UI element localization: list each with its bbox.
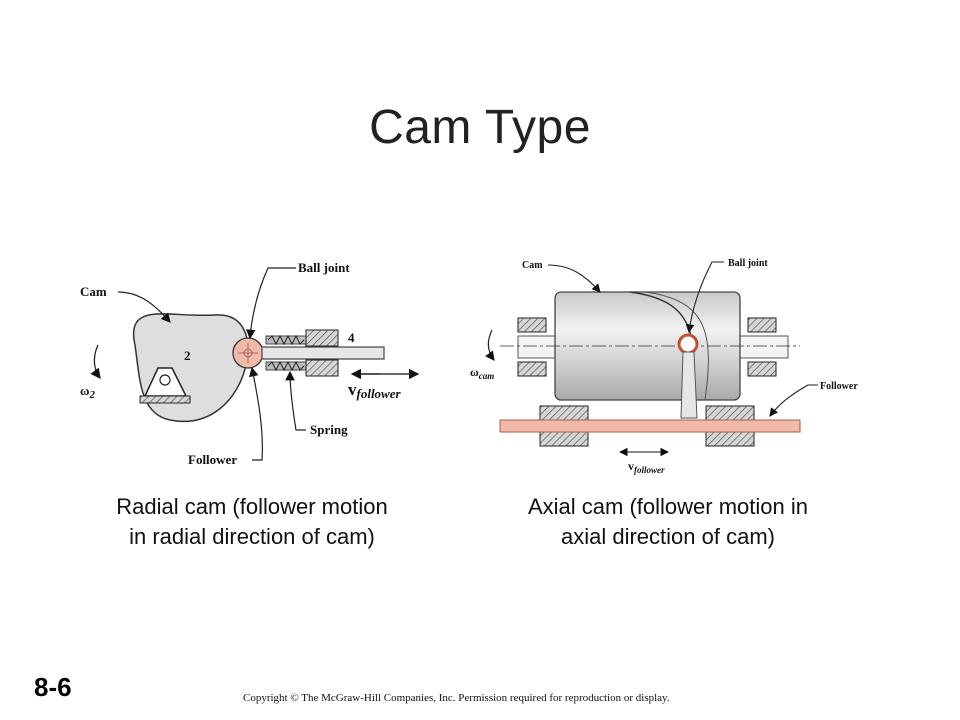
axial-label-follower: Follower — [820, 381, 858, 392]
radial-label-omega: ω2 — [80, 383, 96, 401]
radial-caption-line2: in radial direction of cam) — [129, 524, 375, 549]
axial-cam-diagram: ωcam vfollower Cam Ball joint Follower — [470, 258, 858, 475]
copyright-notice: Copyright © The McGraw-Hill Companies, I… — [243, 692, 670, 704]
slide-number: 8-6 — [34, 672, 72, 702]
radial-label-ball-joint: Ball joint — [298, 260, 350, 275]
axial-label-ball-joint: Ball joint — [728, 258, 768, 269]
axial-caption: Axial cam (follower motion in axial dire… — [478, 492, 858, 552]
omega-arrow-icon — [90, 344, 101, 380]
radial-label-velocity: vfollower — [348, 380, 401, 401]
radial-follower-rod — [261, 346, 385, 360]
axial-label-velocity: vfollower — [628, 459, 665, 475]
radial-caption-line1: Radial cam (follower motion — [116, 494, 388, 519]
slide-title: Cam Type — [369, 101, 591, 154]
radial-label-cam: Cam — [80, 284, 107, 299]
axial-caption-line2: axial direction of cam) — [561, 524, 775, 549]
radial-label-spring: Spring — [310, 422, 348, 437]
radial-label-follower: Follower — [188, 452, 237, 467]
axial-caption-line1: Axial cam (follower motion in — [528, 494, 808, 519]
radial-label-link2: 2 — [184, 348, 191, 363]
radial-cam-body — [132, 313, 249, 423]
axial-omega-arrow-icon — [485, 329, 495, 361]
radial-cam-diagram: 2 ω2 4 vfollower Cam Ball joint Follower — [80, 260, 420, 467]
radial-caption: Radial cam (follower motion in radial di… — [62, 492, 442, 552]
radial-label-link4: 4 — [348, 330, 355, 345]
axial-label-omega: ωcam — [470, 365, 494, 381]
axial-follower-bar — [499, 419, 801, 433]
axial-label-cam: Cam — [522, 260, 543, 271]
axial-ball-joint — [677, 333, 699, 355]
